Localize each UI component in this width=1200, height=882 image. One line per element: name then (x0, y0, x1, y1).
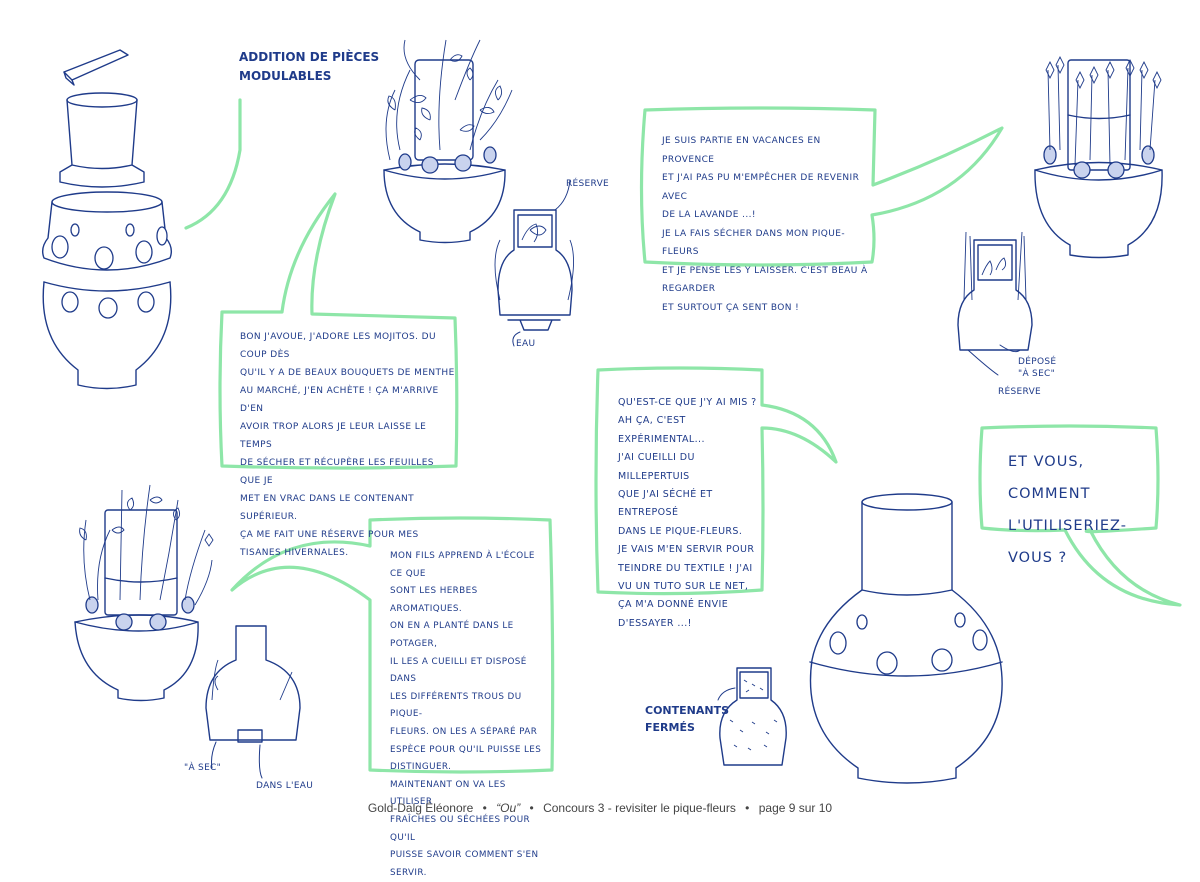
bubble-millepertuis (594, 366, 838, 596)
modular-pointer-line (184, 98, 242, 230)
footer-contest: Concours 3 - revisiter le pique-fleurs (543, 801, 736, 815)
provence-text: Je suis partie en vacances en Provence e… (662, 136, 868, 313)
bubble-ecole (230, 516, 555, 774)
millepertuis-text: Qu'est-ce que j'y ai mis ? Ah ça, c'est … (618, 397, 757, 629)
footer-title: “Ou” (496, 801, 521, 815)
modular-parts-label: Addition de pièces modulables (239, 50, 380, 83)
dry-stored-label: Déposé "à sec" (1018, 357, 1057, 379)
closed-containers-drawing (717, 667, 787, 766)
herbs-vase-drawing (74, 484, 214, 702)
mint-vase-drawing (383, 39, 513, 244)
water-label: Eau (516, 339, 536, 349)
mint-section-drawing (494, 179, 574, 347)
closed-containers-label: Contenants fermés (645, 704, 729, 734)
footer-page-number: page 9 sur 10 (758, 801, 833, 815)
bubble-question (978, 424, 1182, 607)
reserve-label: Réserve (566, 179, 610, 189)
footer-separator: • (482, 801, 487, 815)
footer-author: Gold-Dalg Éléonore (367, 801, 474, 815)
large-vase-drawing (809, 493, 1003, 784)
question-text: Et vous, comment l'utiliseriez-vous ? (1008, 454, 1127, 566)
bubble-provence (639, 106, 1004, 267)
bubble-mojitos (218, 192, 459, 470)
reserve-right-label: Réserve (998, 387, 1042, 397)
school-text: Mon fils apprend à l'école ce que sont l… (390, 551, 542, 878)
illustration-canvas: .ink { fill:none; stroke:#1f3b8a; stroke… (41, 39, 1182, 784)
mojitos-text: Bon j'avoue, j'adore les mojitos. Du cou… (240, 332, 455, 558)
page-footer: Gold-Dalg Éléonore • “Ou” • Concours 3 -… (0, 801, 1200, 815)
footer-separator: • (529, 801, 534, 815)
dry-label: "à sec" (184, 763, 222, 773)
lavender-section-drawing (957, 231, 1033, 376)
in-water-label: Dans l'eau (256, 781, 314, 791)
exploded-vase-drawing (41, 49, 173, 390)
footer-separator: • (745, 801, 750, 815)
herbs-section-drawing (205, 625, 301, 779)
lavender-vase-drawing (1034, 55, 1163, 259)
